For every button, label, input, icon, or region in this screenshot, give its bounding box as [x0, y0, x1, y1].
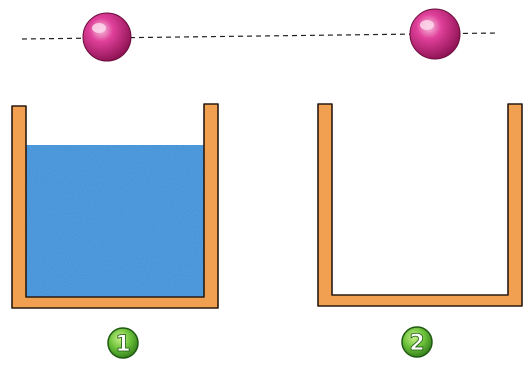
container-2: [317, 103, 523, 307]
water-fill: [26, 145, 204, 297]
label-badge-2: 2: [401, 326, 433, 358]
container-2-walls: [317, 103, 523, 307]
ball-1: [82, 12, 132, 62]
label-badge-1: 1: [107, 327, 139, 359]
label-1-text: 1: [115, 332, 130, 357]
container-1: [11, 103, 219, 309]
ball-2: [409, 8, 461, 60]
label-2-text: 2: [409, 331, 424, 356]
container-1-walls: [11, 103, 219, 309]
